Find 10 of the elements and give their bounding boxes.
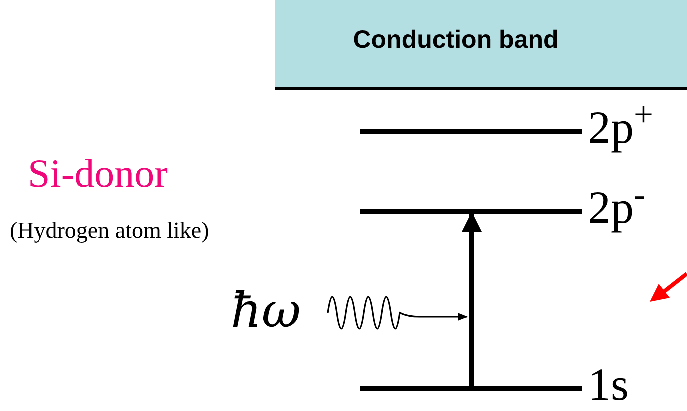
transition-arrow [462, 212, 482, 386]
donor-title: Si-donor [28, 150, 168, 198]
photon-wave-arrow [327, 296, 468, 330]
level-label: 1s [588, 360, 629, 410]
band-box [275, 0, 687, 90]
photon-energy-label: ħω [218, 282, 314, 340]
donor-note: (Hydrogen atom like) [10, 217, 210, 245]
level-label: 2p$^{+}$ [588, 103, 654, 153]
level-label: 2p$^{-}$ [588, 183, 646, 233]
band-label: Conduction band [353, 24, 559, 56]
